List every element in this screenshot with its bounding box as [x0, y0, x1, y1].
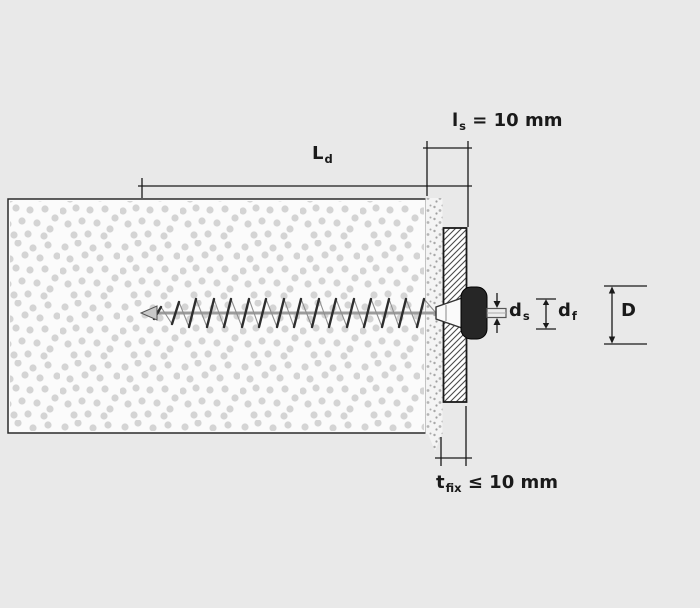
- washer-disc: [460, 286, 488, 340]
- dimension-df: [536, 298, 556, 330]
- label-ls-sub: s: [459, 119, 467, 133]
- label-D: D: [621, 302, 637, 320]
- dimension-ds: [493, 293, 501, 333]
- label-df-sub: f: [571, 309, 577, 323]
- dimension-D: [604, 285, 647, 345]
- dimension-ls: [423, 141, 472, 196]
- label-ls: ls = 10 mm: [452, 110, 563, 133]
- label-df: df: [558, 300, 577, 323]
- label-tfix-suffix: ≤ 10 mm: [461, 472, 559, 493]
- dimension-lines: [138, 141, 647, 466]
- label-tfix-main: t: [436, 472, 445, 493]
- screw-tip: [139, 305, 158, 321]
- label-ds-sub: s: [522, 309, 530, 323]
- label-ds-main: d: [509, 300, 522, 321]
- dimension-tfix: [435, 406, 472, 466]
- label-D-main: D: [621, 300, 636, 321]
- label-ds: ds: [509, 300, 530, 323]
- label-ls-main: l: [452, 110, 459, 131]
- label-ld-main: L: [312, 143, 324, 164]
- label-ld-sub: d: [324, 152, 333, 166]
- adhesive-layer-tail: [428, 434, 442, 451]
- adhesive-layer-texture: [425, 198, 443, 434]
- label-ld: Ld: [312, 143, 333, 166]
- insulation-dot-texture: [10, 201, 424, 431]
- label-tfix: tfix ≤ 10 mm: [436, 472, 559, 495]
- screw-shaft-rod: [486, 307, 507, 319]
- insulation-block: [7, 198, 427, 434]
- adhesive-layer: [425, 198, 443, 451]
- label-ls-suffix: = 10 mm: [466, 110, 563, 131]
- screw-thread-back: [160, 298, 437, 328]
- label-tfix-sub: fix: [445, 481, 462, 495]
- screw: [139, 297, 463, 329]
- label-df-main: d: [558, 300, 571, 321]
- dimension-ld: [138, 141, 472, 227]
